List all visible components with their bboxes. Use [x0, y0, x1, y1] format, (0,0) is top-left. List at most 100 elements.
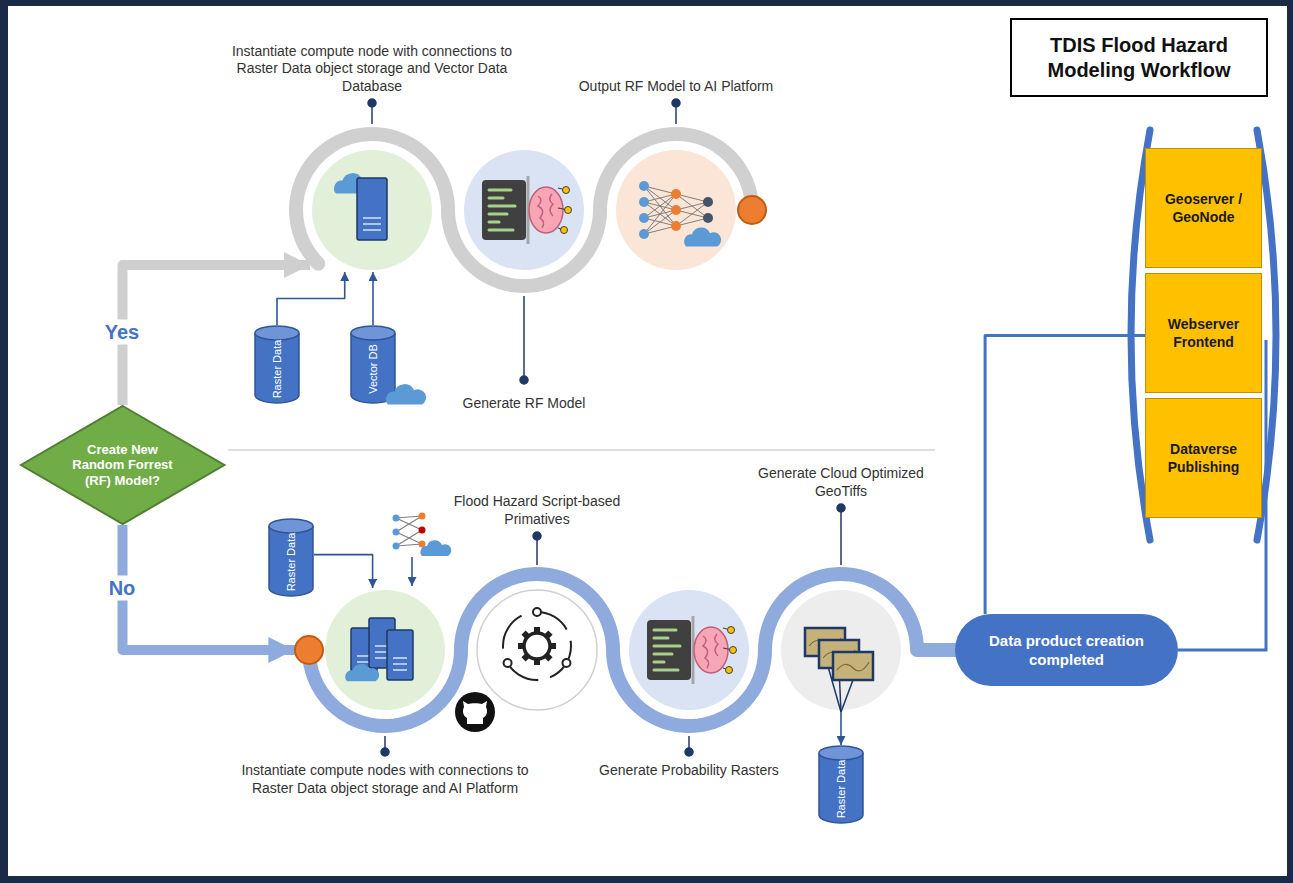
code-line	[489, 205, 515, 208]
code-line	[654, 653, 672, 656]
node-label: Raster Data	[285, 532, 297, 591]
network-node	[639, 229, 649, 239]
code-line	[654, 645, 680, 648]
code-line	[489, 213, 507, 216]
network-node	[393, 543, 400, 550]
diamond-outline	[21, 406, 224, 524]
server-slot	[363, 229, 381, 230]
shape-outline	[475, 588, 599, 712]
data-feed-arrow	[277, 272, 345, 325]
step-circle	[325, 590, 445, 710]
output-box: Geoserver / GeoNode	[1145, 148, 1262, 268]
orbit-ring	[503, 612, 571, 680]
cylinder-top	[269, 519, 313, 533]
brain-fold	[538, 194, 553, 228]
leader-line	[523, 296, 525, 380]
gear-icon	[524, 633, 550, 659]
data-feed-arrow	[372, 272, 374, 325]
edge-label: No	[105, 576, 140, 601]
orbit-dot	[504, 659, 512, 667]
network-node	[419, 527, 426, 534]
cylinder-top	[255, 326, 299, 340]
separator-line	[228, 449, 935, 450]
shape-outline	[310, 148, 434, 272]
step-circle	[464, 150, 584, 270]
server-slot	[363, 217, 381, 218]
network-node	[703, 213, 713, 223]
shape-outline	[462, 148, 586, 272]
synapse-dot	[730, 647, 737, 654]
step-circle	[616, 150, 736, 270]
publish-line	[985, 335, 1145, 614]
output-box: Webserver Frontend	[1145, 273, 1262, 393]
server-slot	[393, 663, 407, 664]
network-node	[419, 513, 426, 520]
leader-dot	[685, 748, 693, 756]
leader-dot	[672, 99, 680, 107]
ai-feed-arrow	[411, 557, 413, 586]
process-step: Generate RF Model	[462, 148, 586, 272]
node-label: Raster Data	[835, 759, 847, 818]
output-box: Dataverse Publishing	[1145, 398, 1262, 518]
code-line	[654, 661, 664, 664]
cylinder-body	[351, 333, 395, 403]
synapse-dot	[565, 207, 572, 214]
server-slot	[393, 669, 407, 670]
process-step: Flood Hazard Script-based Primatives	[475, 588, 599, 712]
leader-dot	[381, 748, 389, 756]
orbit-dot	[562, 659, 570, 667]
callout-text: Instantiate compute node with connection…	[222, 43, 522, 96]
network-node	[393, 515, 400, 522]
brain-icon	[694, 627, 728, 673]
callout-text: Instantiate compute nodes with connectio…	[235, 762, 535, 797]
cloud-icon	[386, 384, 426, 404]
node-label: Webserver Frontend	[1154, 315, 1253, 351]
network-node	[639, 181, 649, 191]
edge-label: Yes	[101, 320, 143, 345]
network-line	[644, 194, 676, 234]
cloud-icon	[345, 664, 379, 681]
node-label: Create New Random Forrest (RF) Model?	[63, 442, 181, 489]
step-circle	[477, 590, 597, 710]
cylinder-top	[351, 326, 395, 340]
cylinder-top	[819, 746, 863, 760]
data-store: Raster Data	[818, 745, 864, 823]
leader-line	[840, 508, 842, 565]
shape-outline	[1146, 149, 1261, 267]
network-node	[703, 197, 713, 207]
geotiff-tile	[833, 652, 873, 680]
code-line	[654, 629, 676, 632]
shape-outline	[1146, 274, 1261, 392]
process-step: Generate Cloud Optimized GeoTiffs	[779, 588, 903, 712]
process-step: Output RF Model to AI Platform	[614, 148, 738, 272]
synapse-dot	[728, 627, 735, 634]
leader-dot	[533, 532, 541, 540]
code-line	[654, 637, 668, 640]
code-line	[489, 221, 499, 224]
callout-text: Generate Cloud Optimized GeoTiffs	[731, 465, 951, 500]
start-dot	[295, 636, 323, 664]
end-dot	[738, 196, 766, 224]
cloud-icon	[684, 227, 721, 246]
cylinder-body	[819, 753, 863, 823]
network-lines	[396, 516, 422, 546]
terminal-pill: Data product creation completed	[955, 614, 1178, 686]
data-feed-arrow	[840, 712, 842, 745]
network-node	[671, 221, 681, 231]
github-logo	[455, 692, 495, 732]
cloud-icon	[420, 540, 451, 556]
orbit-dot	[533, 608, 541, 616]
decision-arrow	[122, 525, 323, 650]
node-label: Dataverse Publishing	[1154, 440, 1253, 476]
step-circle	[781, 590, 901, 710]
decision-diamond: Create New Random Forrest (RF) Model?	[20, 405, 225, 525]
github-cat	[463, 701, 487, 724]
network-line	[644, 186, 676, 226]
ai-platform-icon	[393, 513, 452, 557]
network-line	[676, 202, 708, 226]
callout-text: Output RF Model to AI Platform	[566, 78, 786, 96]
brain-fold	[703, 634, 718, 668]
title-box: TDIS Flood Hazard Modeling Workflow	[1010, 18, 1268, 97]
network-node	[393, 529, 400, 536]
